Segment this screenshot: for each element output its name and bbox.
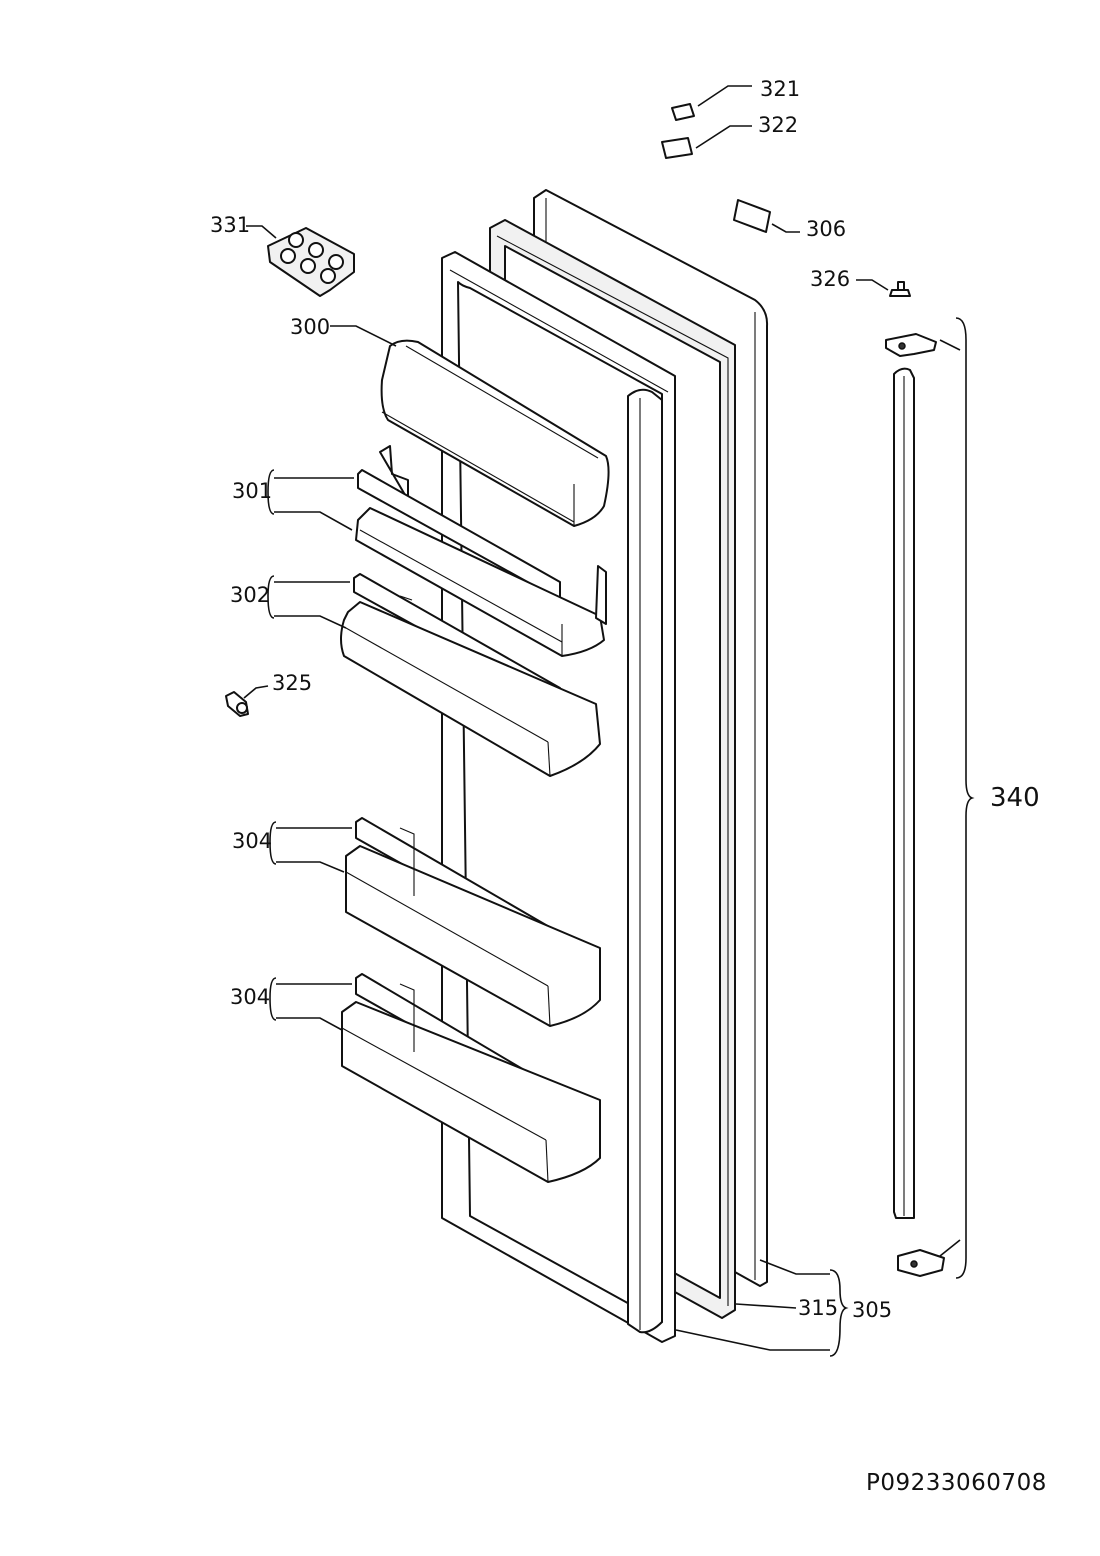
callout-302: 302 bbox=[230, 583, 270, 607]
callout-304-lower: 304 bbox=[230, 985, 270, 1009]
part-304-upper-door-shelf bbox=[345, 817, 601, 1027]
callout-300: 300 bbox=[290, 315, 330, 339]
part-302-door-shelf bbox=[340, 573, 601, 777]
callout-304-upper: 304 bbox=[232, 829, 272, 853]
part-326-pin bbox=[889, 281, 911, 297]
part-325-screw bbox=[225, 691, 249, 717]
callout-315: 315 bbox=[798, 1296, 838, 1320]
door-front-trim bbox=[627, 388, 663, 1334]
callout-301: 301 bbox=[232, 479, 272, 503]
callout-305: 305 bbox=[852, 1298, 892, 1322]
callout-321: 321 bbox=[760, 77, 800, 101]
drawing-code: P09233060708 bbox=[866, 1470, 1047, 1496]
part-321-cap bbox=[671, 103, 695, 121]
part-306-label bbox=[733, 199, 771, 233]
callout-306: 306 bbox=[806, 217, 846, 241]
part-304-lower-door-shelf bbox=[341, 973, 601, 1183]
callout-340: 340 bbox=[990, 783, 1040, 813]
part-340-hinge-assembly bbox=[885, 333, 945, 1277]
callout-331: 331 bbox=[210, 213, 250, 237]
part-300-dairy-cover bbox=[380, 339, 610, 527]
callout-325: 325 bbox=[272, 671, 312, 695]
leader-lines bbox=[243, 85, 975, 1357]
callout-322: 322 bbox=[758, 113, 798, 137]
part-301-door-shelf bbox=[355, 445, 607, 657]
part-322-cap bbox=[661, 137, 693, 159]
part-331-egg-tray bbox=[267, 227, 355, 297]
callout-326: 326 bbox=[810, 267, 850, 291]
